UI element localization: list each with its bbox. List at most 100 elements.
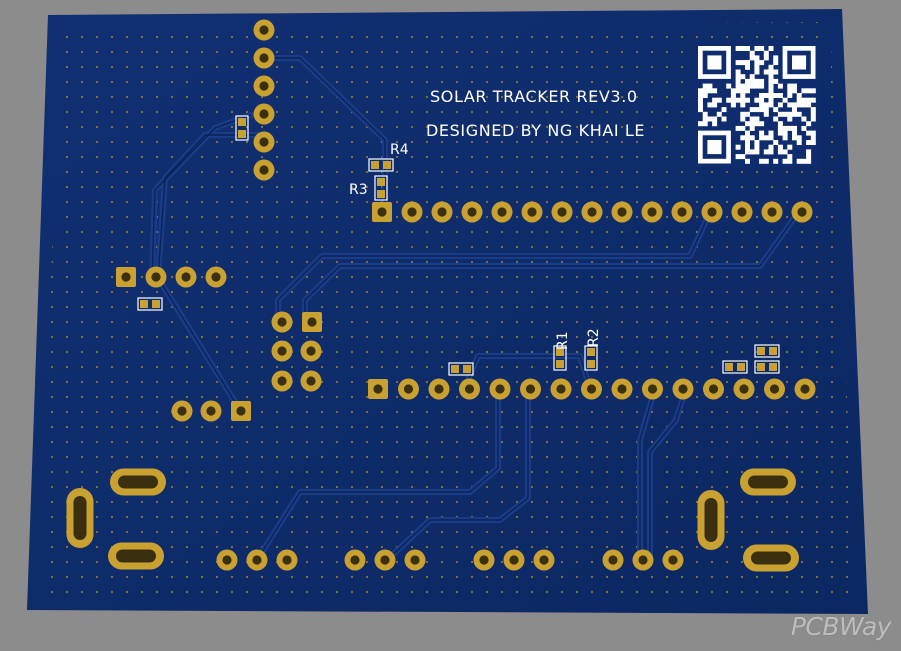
qr-module xyxy=(810,135,816,141)
qr-module xyxy=(759,46,765,51)
qr-module xyxy=(763,149,769,155)
header-bottom-pad-12-hole xyxy=(739,384,749,394)
qr-module xyxy=(773,78,779,84)
qr-module xyxy=(768,97,774,103)
qr-module xyxy=(792,88,797,94)
qr-finder-bl-core xyxy=(707,140,722,155)
qr-module xyxy=(782,125,788,131)
qr-module xyxy=(721,116,727,122)
conn-c-pad-1-hole xyxy=(509,555,519,565)
qr-module xyxy=(730,93,736,98)
qr-module xyxy=(749,121,755,127)
qr-module xyxy=(796,102,802,108)
qr-module xyxy=(745,111,750,117)
header-left-pad-0-hole xyxy=(259,25,269,35)
qr-module xyxy=(745,149,750,155)
qr-module xyxy=(698,93,703,98)
qr-module xyxy=(768,64,774,70)
qr-module xyxy=(740,46,746,51)
qr-module xyxy=(759,83,765,89)
smd-diode-pad-b xyxy=(463,365,471,373)
qr-module xyxy=(806,130,812,136)
header-top-pad-6-hole xyxy=(557,207,567,217)
smd-right-a-pad-a xyxy=(725,363,733,371)
qr-module xyxy=(702,83,708,89)
header-bottom-pad-8-hole xyxy=(617,384,627,394)
smd-c-mid-pad-a xyxy=(140,300,148,308)
qr-module xyxy=(716,97,722,103)
qr-module xyxy=(768,83,774,89)
qr-module xyxy=(754,69,760,75)
qr-module xyxy=(801,97,807,103)
smd-right-c-pad-a xyxy=(757,363,765,371)
qr-module xyxy=(782,149,788,155)
qr-module xyxy=(707,102,713,108)
smd-r4-pad-a xyxy=(371,161,379,169)
qr-module xyxy=(754,78,760,84)
header-bottom-pad-0-hole xyxy=(373,384,383,394)
smd-diode-pad-a xyxy=(451,365,459,373)
qr-module xyxy=(730,88,736,94)
header-bottom-pad-4-hole xyxy=(495,384,505,394)
header-left-pad-4-hole xyxy=(259,137,269,147)
qr-module xyxy=(740,125,746,131)
qr-module xyxy=(806,102,812,108)
header-left-pad-2-hole xyxy=(259,81,269,91)
qr-module xyxy=(773,93,779,98)
qr-module xyxy=(735,83,741,89)
conn-a-pad-1-hole xyxy=(252,555,262,565)
qr-module xyxy=(787,111,793,117)
qr-module xyxy=(796,140,802,145)
smd-c-left-pad-b xyxy=(238,130,246,138)
qr-module xyxy=(754,121,760,127)
header-top-pad-14-hole xyxy=(797,207,807,217)
qr-module xyxy=(745,135,750,141)
qr-module xyxy=(712,121,718,127)
qr-module xyxy=(754,60,760,66)
qr-module xyxy=(773,55,779,61)
qr-module xyxy=(740,83,746,89)
qr-module xyxy=(702,111,708,117)
qr-module xyxy=(735,144,741,150)
smd-right-c-outline xyxy=(754,360,780,374)
qr-code xyxy=(694,42,820,168)
qr-module xyxy=(792,125,797,131)
smd-r3-pad-b xyxy=(377,190,385,198)
conn-b-pad-0-hole xyxy=(350,555,360,565)
header-mid-pad-2-hole xyxy=(181,272,191,282)
smd-components xyxy=(137,115,780,376)
qr-module xyxy=(782,135,788,141)
qr-module xyxy=(777,149,783,155)
smd-c-mid-outline xyxy=(137,297,163,311)
qr-module xyxy=(801,116,807,122)
smd-c-left-outline xyxy=(235,115,249,141)
qr-finder-tr-core xyxy=(792,55,807,70)
slot-l-hole xyxy=(73,496,87,540)
qr-module xyxy=(759,60,765,66)
conn-c-pad-0-hole xyxy=(479,555,489,565)
qr-module xyxy=(782,97,788,103)
qr-module xyxy=(777,121,783,127)
qr-module xyxy=(782,111,788,117)
qr-module xyxy=(745,144,750,150)
header-top-pad-0-hole xyxy=(377,207,387,217)
trace-edge-8 xyxy=(639,387,656,560)
header-top-pad-9-hole xyxy=(647,207,657,217)
qr-module xyxy=(777,130,783,136)
header-mid-pad-0-hole xyxy=(121,272,131,282)
header-top-pad-4-hole xyxy=(497,207,507,217)
qr-module xyxy=(763,107,769,113)
header-bottom-pad-6-hole xyxy=(556,384,566,394)
qr-module xyxy=(810,130,816,136)
block-pad-5-hole xyxy=(306,376,316,386)
qr-module xyxy=(777,125,783,131)
qr-module xyxy=(735,97,741,103)
smd-right-a-pad-b xyxy=(737,363,745,371)
qr-module xyxy=(707,116,713,122)
qr-module xyxy=(792,111,797,117)
qr-module xyxy=(759,121,765,127)
qr-module xyxy=(810,111,816,117)
smd-r2-pad-b xyxy=(587,360,595,368)
qr-module xyxy=(730,97,736,103)
qr-module xyxy=(792,135,797,141)
